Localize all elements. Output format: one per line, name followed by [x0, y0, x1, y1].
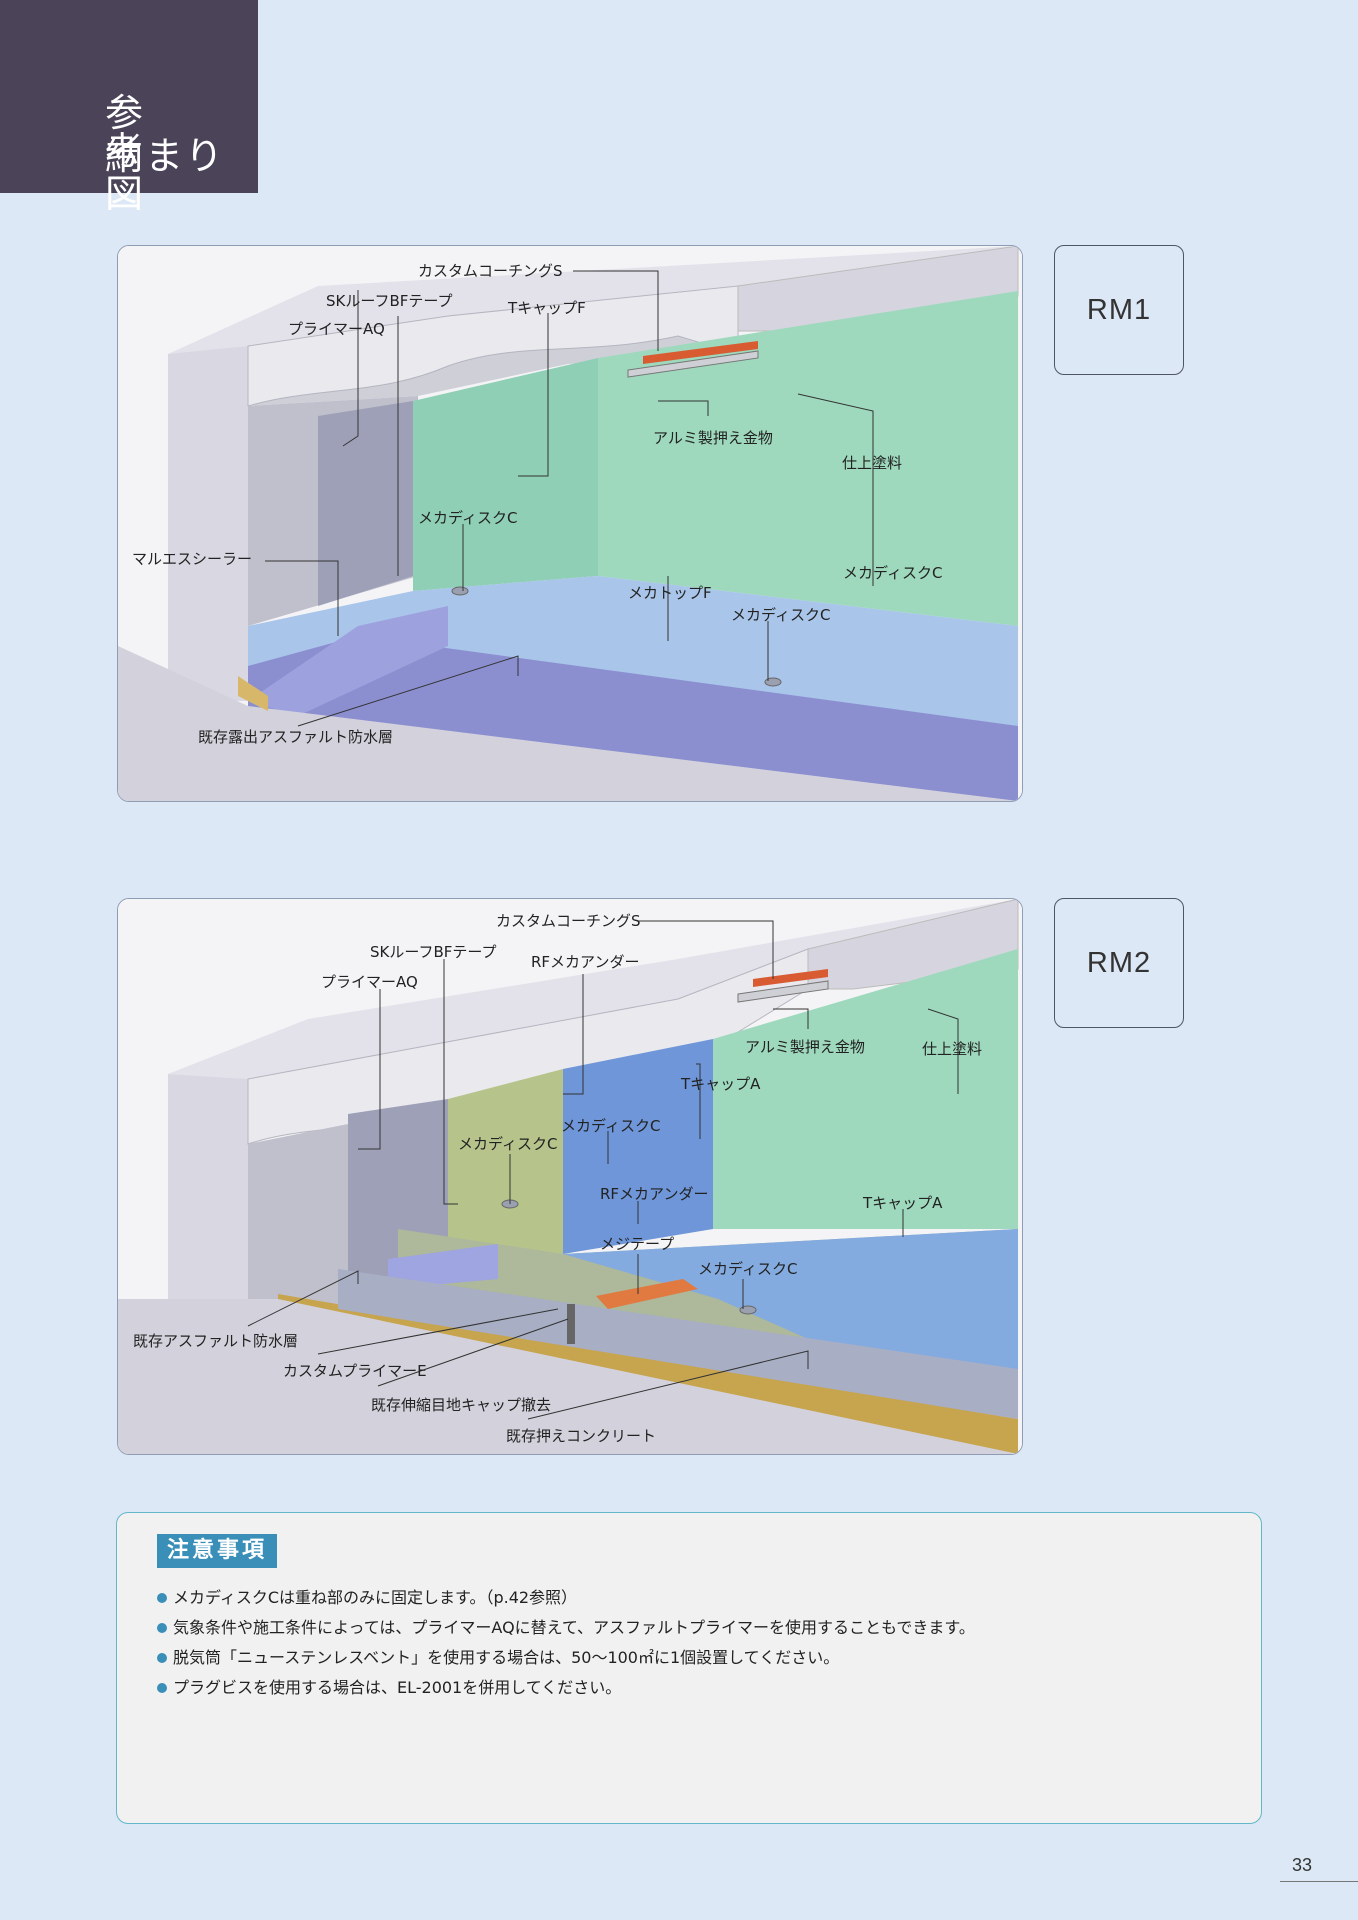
rm1-label-finish: 仕上塗料 [842, 454, 902, 472]
notes-list: メカディスクCは重ね部のみに固定します。（p.42参照） 気象条件や施工条件によ… [157, 1583, 975, 1703]
rm1-label-mechatop: メカトップF [628, 584, 712, 602]
rm1-label-alumi: アルミ製押え金物 [653, 429, 773, 447]
bullet-icon [157, 1653, 167, 1663]
list-item: プラグビスを使用する場合は、EL-2001を併用してください。 [157, 1673, 975, 1703]
rm2-badge: RM2 [1054, 898, 1184, 1028]
rm1-label-marues: マルエスシーラー [132, 550, 252, 568]
rm1-badge: RM1 [1054, 245, 1184, 375]
page-number: 33 [1292, 1855, 1313, 1875]
header-title-line2: 納まり図 [105, 134, 226, 216]
rm2-label-mechadisc-a: メカディスクC [561, 1117, 660, 1135]
diagram-rm2-drawing: カスタムコーチングS SKルーフBFテープ RFメカアンダー プライマーAQ ア… [118, 899, 1022, 1454]
list-item: メカディスクCは重ね部のみに固定します。（p.42参照） [157, 1583, 975, 1613]
header-title-line1: 参考 [105, 91, 192, 173]
rm2-label-t-cap-a2: TキャップA [862, 1194, 943, 1212]
rm2-label-sk-roof: SKルーフBFテープ [370, 943, 496, 961]
rm2-label-existing-concrete: 既存押えコンクリート [506, 1427, 656, 1445]
rm2-label-t-cap-a: TキャップA [680, 1075, 761, 1093]
diagram-rm1-drawing: カスタムコーチングS SKルーフBFテープ TキャップF プライマーAQ アルミ… [118, 246, 1022, 801]
rm2-label-expansion-joint: 既存伸縮目地キャップ撤去 [371, 1396, 551, 1414]
rm2-label-custom-coating: カスタムコーチングS [496, 912, 641, 930]
rm2-label-custom-primer: カスタムプライマーE [283, 1362, 427, 1380]
rm2-label-rf-under2: RFメカアンダー [600, 1185, 708, 1203]
rm2-label-primer: プライマーAQ [321, 973, 418, 991]
section-header: 参考 納まり図 [0, 0, 258, 213]
rm1-label-mechadisc-c: メカディスクC [731, 606, 830, 624]
bullet-icon [157, 1683, 167, 1693]
rm1-label-t-cap: TキャップF [507, 299, 586, 317]
bullet-icon [157, 1623, 167, 1633]
list-item: 気象条件や施工条件によっては、プライマーAQに替えて、アスファルトプライマーを使… [157, 1613, 975, 1643]
rm1-label-existing: 既存露出アスファルト防水層 [198, 728, 393, 746]
rm1-label-mechadisc-b: メカディスクC [843, 564, 942, 582]
rm2-label-existing-asphalt: 既存アスファルト防水層 [133, 1332, 298, 1350]
rm2-label-alumi: アルミ製押え金物 [745, 1038, 865, 1056]
diagram-rm1: カスタムコーチングS SKルーフBFテープ TキャップF プライマーAQ アルミ… [117, 245, 1023, 802]
page-number-rule [1280, 1881, 1358, 1882]
rm2-label-joint-tape: メジテープ [600, 1235, 674, 1253]
rm2-label-mechadisc-c: メカディスクC [698, 1260, 797, 1278]
rm1-label-custom-coating: カスタムコーチングS [418, 262, 563, 280]
rm1-label-primer: プライマーAQ [288, 320, 385, 338]
rm2-label-rf-under: RFメカアンダー [531, 953, 639, 971]
notes-title: 注意事項 [157, 1534, 278, 1568]
bullet-icon [157, 1593, 167, 1603]
rm1-label-sk-roof: SKルーフBFテープ [326, 292, 452, 310]
rm2-label-finish: 仕上塗料 [922, 1040, 982, 1058]
notes-box: 注意事項 メカディスクCは重ね部のみに固定します。（p.42参照） 気象条件や施… [116, 1512, 1262, 1824]
rm1-label-mechadisc-a: メカディスクC [418, 509, 517, 527]
rm2-label-mechadisc-b: メカディスクC [458, 1135, 557, 1153]
list-item: 脱気筒「ニューステンレスベント」を使用する場合は、50〜100㎡に1個設置してく… [157, 1643, 975, 1673]
diagram-rm2: カスタムコーチングS SKルーフBFテープ RFメカアンダー プライマーAQ ア… [117, 898, 1023, 1455]
